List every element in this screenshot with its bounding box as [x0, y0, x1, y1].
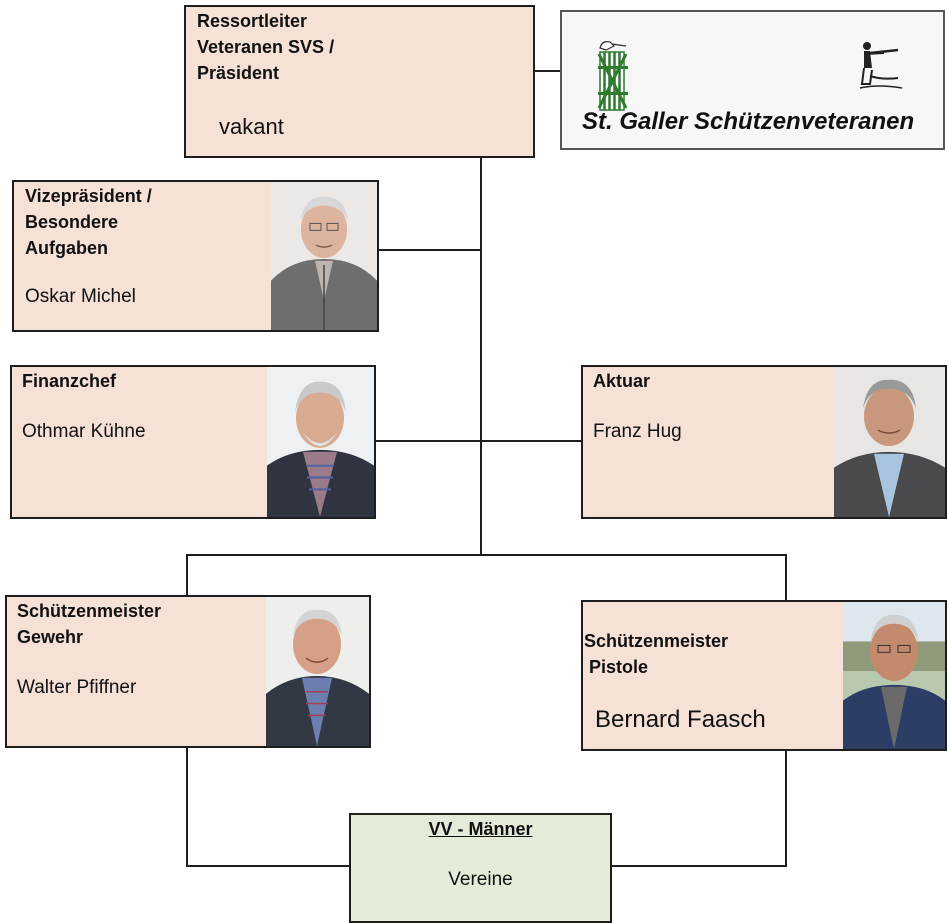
connector-president-logo: [534, 70, 561, 72]
connector-vice: [378, 249, 481, 251]
vv-title: VV - Männer: [428, 819, 533, 839]
connector-aktuar: [481, 440, 582, 442]
president-title: Ressortleiter Veteranen SVS / Präsident: [197, 11, 335, 83]
finance-name: Othmar Kühne: [22, 421, 146, 442]
vv-maenner-box: VV - Männer Vereine: [349, 813, 612, 923]
pistol-title: Schützenmeister Pistole: [584, 631, 729, 677]
connector-finance: [375, 440, 481, 442]
logo-box: St. Galler Schützenveteranen: [560, 10, 945, 150]
connector-branch: [186, 554, 787, 556]
connector-rifle-down: [186, 747, 188, 866]
president-box: Ressortleiter Veteranen SVS / Präsident …: [184, 5, 535, 158]
connector-pistol-up: [785, 554, 787, 601]
aktuar-photo: [834, 367, 945, 517]
pistol-name: Bernard Faasch: [595, 706, 766, 733]
finance-box: Finanzchef Othmar Kühne: [10, 365, 376, 519]
connector-trunk: [480, 157, 482, 555]
vv-subtitle: Vereine: [448, 869, 513, 890]
rifle-name: Walter Pfiffner: [17, 677, 137, 698]
connector-rifle-vv: [186, 865, 350, 867]
vice-president-box: Vizepräsident / Besondere Aufgaben Oskar…: [12, 180, 379, 332]
pistol-photo: [843, 602, 945, 749]
connector-pistol-vv: [611, 865, 787, 867]
logo-text: St. Galler Schützenveteranen: [582, 108, 915, 135]
finance-title: Finanzchef: [22, 371, 117, 391]
finance-photo: [267, 367, 374, 517]
vice-photo: [271, 182, 377, 330]
shooter-icon: [859, 42, 903, 89]
rifle-photo: [266, 597, 369, 746]
president-name: vakant: [219, 114, 284, 139]
aktuar-title: Aktuar: [593, 371, 651, 391]
crest-icon: [597, 41, 628, 111]
aktuar-box: Aktuar Franz Hug: [581, 365, 947, 519]
vice-title: Vizepräsident / Besondere Aufgaben: [25, 186, 152, 258]
rifle-title: Schützenmeister Gewehr: [17, 601, 162, 647]
pistol-box: Schützenmeister Pistole Bernard Faasch: [581, 600, 947, 751]
aktuar-name: Franz Hug: [593, 421, 682, 442]
vice-name: Oskar Michel: [25, 286, 136, 307]
connector-rifle-up: [186, 554, 188, 596]
rifle-box: Schützenmeister Gewehr Walter Pfiffner: [5, 595, 371, 748]
connector-pistol-down: [785, 750, 787, 866]
